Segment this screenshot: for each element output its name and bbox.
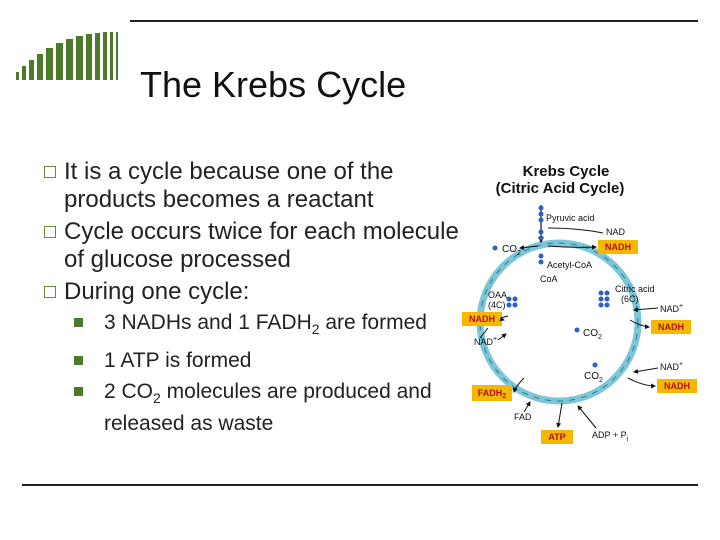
label-co2-top: CO2 — [502, 244, 521, 257]
bullet-text: During one cycle: — [64, 278, 250, 305]
square-bullet-icon — [74, 356, 83, 366]
slide-title: The Krebs Cycle — [140, 64, 407, 105]
sub-bullet-text: 3 NADHs and 1 FADH — [104, 311, 312, 334]
nadh-box-left — [462, 312, 502, 326]
nad-in-arrow — [633, 367, 659, 374]
molecule-dot — [574, 327, 580, 333]
molecule-dot — [598, 290, 604, 296]
molecule-dot — [512, 302, 518, 308]
molecule-dot — [538, 229, 544, 235]
label-nad-plus-right: NAD+ — [660, 303, 683, 314]
label-nadh-right-2: NADH — [664, 381, 690, 391]
label-nadh-top: NADH — [605, 242, 631, 252]
top-rule — [130, 20, 698, 22]
molecule-dot — [538, 235, 544, 241]
bullet-item: Cycle occurs twice for each molecule of … — [44, 218, 464, 274]
molecule-dot — [538, 211, 544, 217]
nadh-box-right-1 — [651, 320, 691, 334]
molecule-dot — [598, 296, 604, 302]
label-pyruvic-acid: Pyruvic acid — [546, 213, 595, 223]
molecule-dot — [506, 296, 512, 302]
fadh2-box — [472, 385, 512, 401]
checkbox-bullet-icon — [44, 226, 56, 238]
label-4c: (4C) — [488, 300, 506, 310]
label-acetyl-coa: Acetyl-CoA — [547, 260, 592, 270]
fad-in-arrow — [523, 401, 531, 413]
molecule-dot — [604, 302, 610, 308]
krebs-cycle-svg: Krebs Cycle (Citric Acid Cycle) Pyruvic … — [462, 163, 697, 444]
label-co2-mid: CO2 — [583, 328, 602, 341]
label-oaa: OAA — [488, 290, 507, 300]
label-co2-low: CO2 — [584, 371, 603, 384]
checkbox-bullet-icon — [44, 166, 56, 178]
molecule-dot — [604, 296, 610, 302]
bullet-text: Cycle occurs twice for each molecule of … — [64, 218, 459, 273]
label-fadh2: FADH2 — [478, 388, 507, 400]
molecule-dot — [538, 217, 544, 223]
co2-arrow — [519, 245, 539, 251]
connector-line — [479, 327, 489, 339]
label-fad: FAD — [514, 412, 532, 422]
sub-bullet-text: 2 CO — [104, 380, 154, 404]
molecule-dot — [512, 296, 518, 302]
sub-bullet-item: 3 NADHs and 1 FADH2 are formed — [74, 310, 464, 342]
molecule-dot — [538, 205, 544, 211]
sub-bullet-item: 2 CO2 molecules are produced and release… — [74, 379, 464, 436]
nad-in-arrow — [497, 333, 507, 341]
sub-bullet-text: are formed — [319, 311, 427, 334]
nad-in-arrow — [633, 307, 659, 313]
diagram-subtitle: (Citric Acid Cycle) — [496, 180, 625, 197]
adp-in-arrow — [577, 405, 597, 429]
label-coa: CoA — [540, 274, 558, 284]
atp-out-arrow — [556, 402, 563, 428]
sub-bullet-list: 3 NADHs and 1 FADH2 are formed 1 ATP is … — [74, 310, 464, 436]
sub-bullet-text: molecules are produced and released as w… — [104, 380, 432, 436]
checkbox-bullet-icon — [44, 286, 56, 298]
nadh-box — [598, 240, 638, 254]
label-nad-plus-left: NAD+ — [474, 336, 497, 347]
sub-bullet-text: 1 ATP is formed — [104, 349, 252, 373]
nadh-out-arrow — [629, 319, 650, 330]
label-nadh-left: NADH — [469, 314, 495, 324]
nadh-box-right-2 — [657, 379, 697, 393]
bullet-item: It is a cycle because one of the product… — [44, 158, 464, 214]
subscript: 2 — [153, 390, 161, 407]
molecule-dot — [598, 302, 604, 308]
label-nad-top: NAD — [606, 227, 626, 237]
decorative-bars — [16, 30, 136, 80]
label-nadh-right-1: NADH — [658, 322, 684, 332]
nad-arrow — [547, 227, 604, 234]
bullet-text: It is a cycle because one of the product… — [64, 158, 394, 213]
nadh-out-arrow — [499, 315, 509, 322]
square-bullet-icon — [74, 387, 83, 397]
molecule-dot — [592, 362, 598, 368]
cycle-ring-detail — [479, 242, 639, 402]
diagram-title: Krebs Cycle — [523, 163, 610, 180]
label-citric-acid: Citric acid — [615, 284, 655, 294]
molecule-dot — [492, 245, 498, 251]
molecule-dot — [538, 253, 544, 259]
bottom-rule — [22, 484, 698, 486]
nadh-arrow — [547, 244, 597, 250]
atp-box — [541, 430, 573, 444]
label-nad-plus-right2: NAD+ — [660, 361, 683, 372]
bullet-item: During one cycle: 3 NADHs and 1 FADH2 ar… — [44, 278, 464, 436]
label-6c: (6C) — [621, 294, 639, 304]
molecule-dot — [604, 290, 610, 296]
molecule-dot — [506, 302, 512, 308]
subscript: 2 — [311, 321, 320, 338]
label-adp-pi: ADP + Pi — [592, 430, 629, 443]
krebs-cycle-diagram: Krebs Cycle (Citric Acid Cycle) Pyruvic … — [448, 150, 708, 450]
square-bullet-icon — [74, 318, 83, 327]
molecule-dot — [538, 259, 544, 265]
sub-bullet-item: 1 ATP is formed — [74, 348, 464, 373]
bullet-list: It is a cycle because one of the product… — [44, 158, 464, 442]
fadh2-out-arrow — [512, 377, 525, 393]
label-atp: ATP — [548, 432, 565, 442]
nadh-out-arrow — [627, 377, 656, 389]
